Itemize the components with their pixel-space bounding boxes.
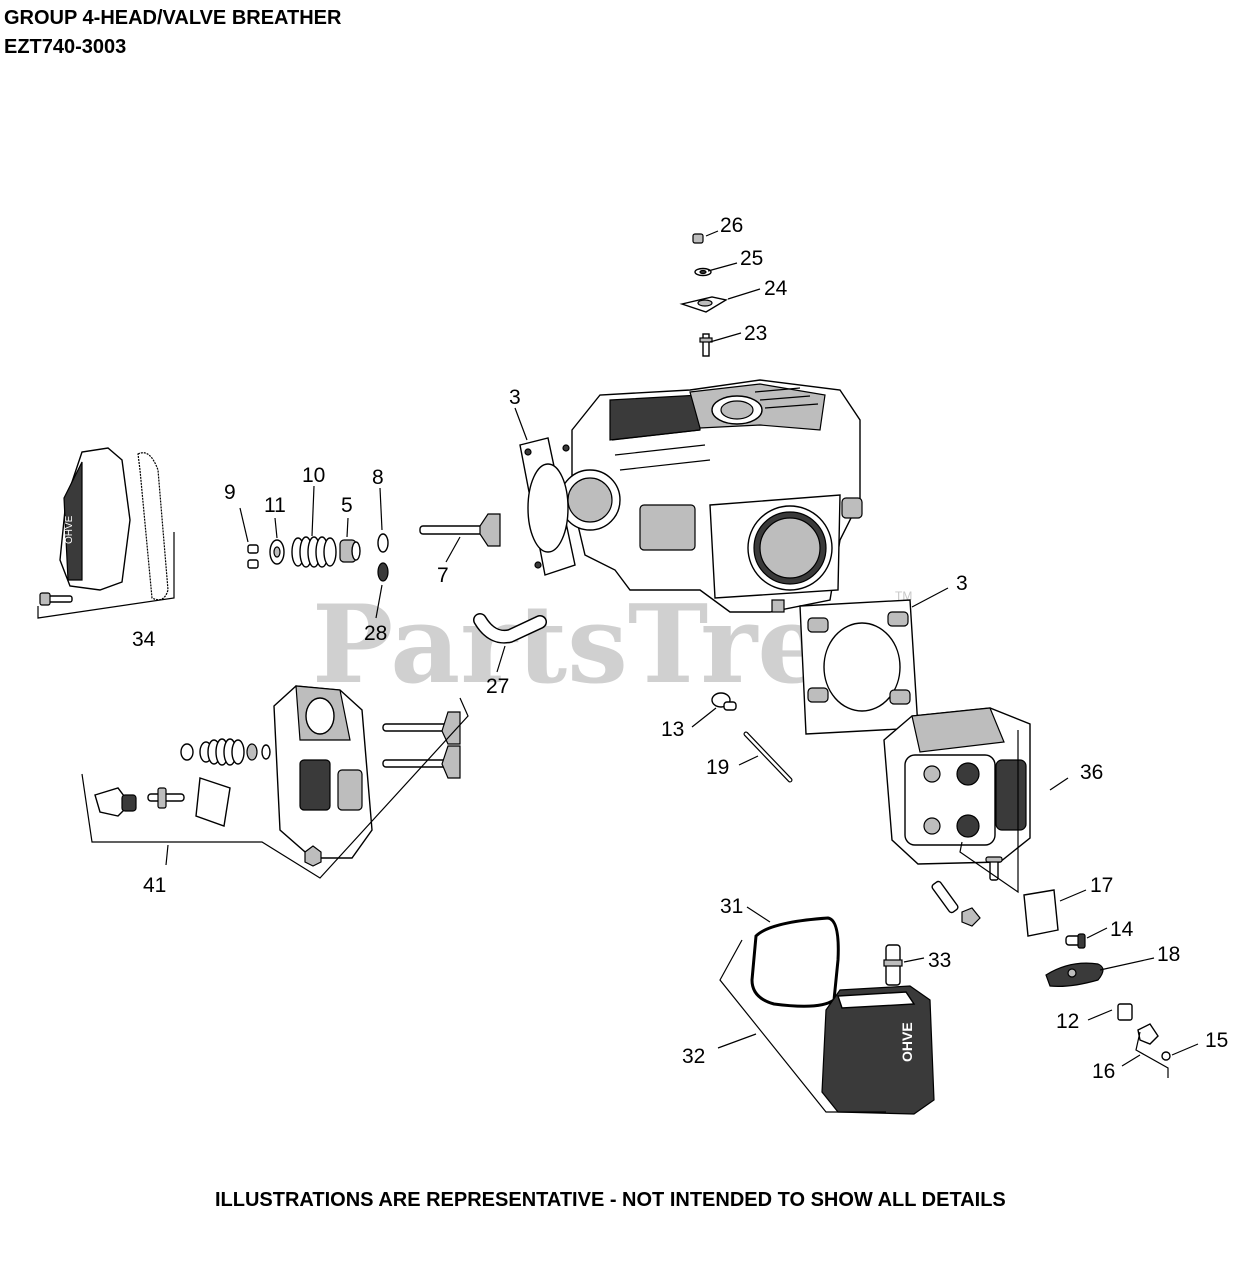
part-28-rotator <box>377 562 389 582</box>
part-26-nut <box>692 233 704 244</box>
part-14-pivot <box>1065 933 1086 949</box>
callout-23: 23 <box>744 322 767 345</box>
callout-16: 16 <box>1092 1060 1115 1083</box>
part-34-valve-cover: OHVE <box>39 447 169 606</box>
leader-lines <box>165 230 1199 1067</box>
part-10-spring <box>291 536 337 568</box>
group-bracket-32 <box>719 939 886 1113</box>
callout-12: 12 <box>1056 1010 1079 1033</box>
callout-15: 15 <box>1205 1029 1228 1052</box>
callout-34: 34 <box>132 628 156 651</box>
group-bracket-16 <box>1135 1031 1169 1078</box>
callout-27: 27 <box>486 675 509 698</box>
part-7-valve <box>419 513 501 547</box>
part-11-retainer <box>269 539 285 565</box>
callout-25: 25 <box>740 247 763 270</box>
part-18-rocker-arm <box>1045 962 1104 987</box>
part-16-adjuster <box>1137 1023 1159 1045</box>
group-bracket-34 <box>37 532 175 619</box>
svg-text:OHVE: OHVE <box>899 1022 915 1062</box>
callout-8: 8 <box>372 466 384 489</box>
part-36-cylinder-head <box>883 707 1031 927</box>
group-bracket-41 <box>81 697 469 879</box>
part-41-cylinder-head-kit <box>94 685 461 867</box>
callout-9: 9 <box>224 481 236 504</box>
part-8-washer <box>377 533 389 553</box>
part-19-push-rod <box>743 731 793 783</box>
callout-41: 41 <box>143 874 166 897</box>
part-24-bracket <box>679 296 728 313</box>
part-13-lifter <box>711 692 737 711</box>
callout-31: 31 <box>720 895 743 918</box>
callout-32: 32 <box>682 1045 705 1068</box>
disclaimer-note: ILLUSTRATIONS ARE REPRESENTATIVE - NOT I… <box>215 1189 1006 1211</box>
callout-28: 28 <box>364 622 387 645</box>
part-23-stud <box>699 333 713 357</box>
part-27-breather-hose <box>473 613 547 644</box>
callout-13: 13 <box>661 718 684 741</box>
callout-3-upper: 3 <box>509 386 521 409</box>
callout-17: 17 <box>1090 874 1113 897</box>
callout-24: 24 <box>764 277 788 300</box>
callout-11: 11 <box>264 494 286 517</box>
part-32-valve-cover: OHVE <box>821 985 935 1115</box>
part-31-valve-cover-gasket <box>750 916 840 1008</box>
callout-3-lower: 3 <box>956 572 968 595</box>
callout-19: 19 <box>706 756 729 779</box>
part-12-guide-plate <box>1117 1003 1133 1021</box>
part-15-nut <box>1161 1051 1171 1061</box>
part-17-gasket <box>1023 889 1059 937</box>
callout-7: 7 <box>437 564 449 587</box>
callout-10: 10 <box>302 464 325 487</box>
model-number: EZT740-3003 <box>4 36 127 58</box>
part-25-washer <box>694 267 712 277</box>
svg-text:OHVE: OHVE <box>64 515 75 544</box>
callout-36: 36 <box>1080 761 1103 784</box>
cylinder-block <box>559 379 863 613</box>
callout-33: 33 <box>928 949 951 972</box>
part-5-seal <box>339 539 361 563</box>
part-3-head-gasket-upper <box>519 437 576 576</box>
part-33-breather-fitting <box>883 944 903 986</box>
part-9-keepers <box>247 544 259 569</box>
callout-18: 18 <box>1157 943 1180 966</box>
callout-5: 5 <box>341 494 353 517</box>
part-3-head-gasket-lower <box>799 599 919 735</box>
group-bracket-36 <box>959 730 1019 894</box>
callout-26: 26 <box>720 214 743 237</box>
callout-14: 14 <box>1110 918 1134 941</box>
page-title: GROUP 4-HEAD/VALVE BREATHER <box>4 7 342 29</box>
